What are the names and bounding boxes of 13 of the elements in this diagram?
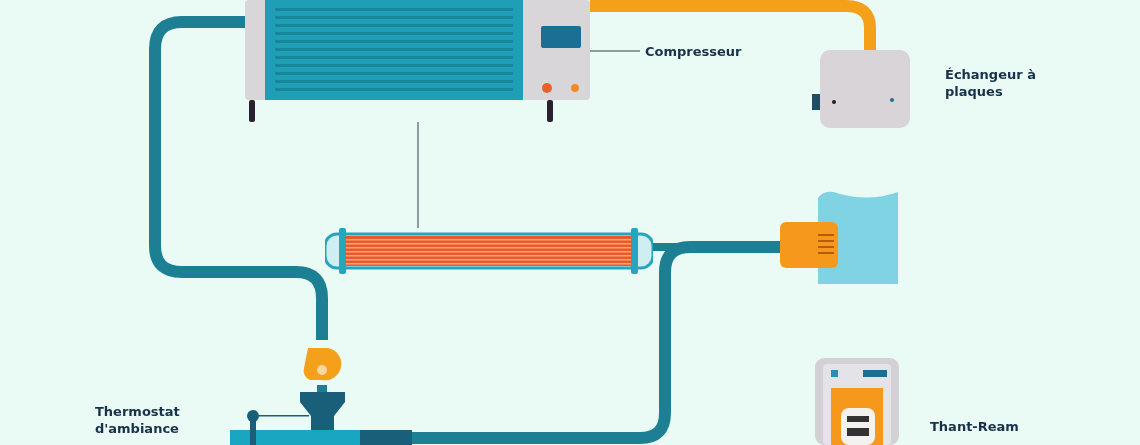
- connector-line: [417, 121, 419, 229]
- component-label: Thant-Ream: [930, 418, 1020, 435]
- heat-pump-drawing: [245, 0, 590, 122]
- leader-line: [589, 50, 641, 52]
- storage-tank-drawing: [230, 392, 412, 445]
- component-label: Échangeur à plaques: [945, 66, 1037, 100]
- pipe: [149, 16, 328, 340]
- callout-text: Compresseur: [645, 43, 755, 60]
- room-unit-drawing: [815, 358, 899, 445]
- component-label: Thermostat d'ambiance: [95, 403, 181, 437]
- plate-exchanger-box: [812, 50, 912, 130]
- pipe: [317, 385, 327, 392]
- pipe: [412, 241, 780, 444]
